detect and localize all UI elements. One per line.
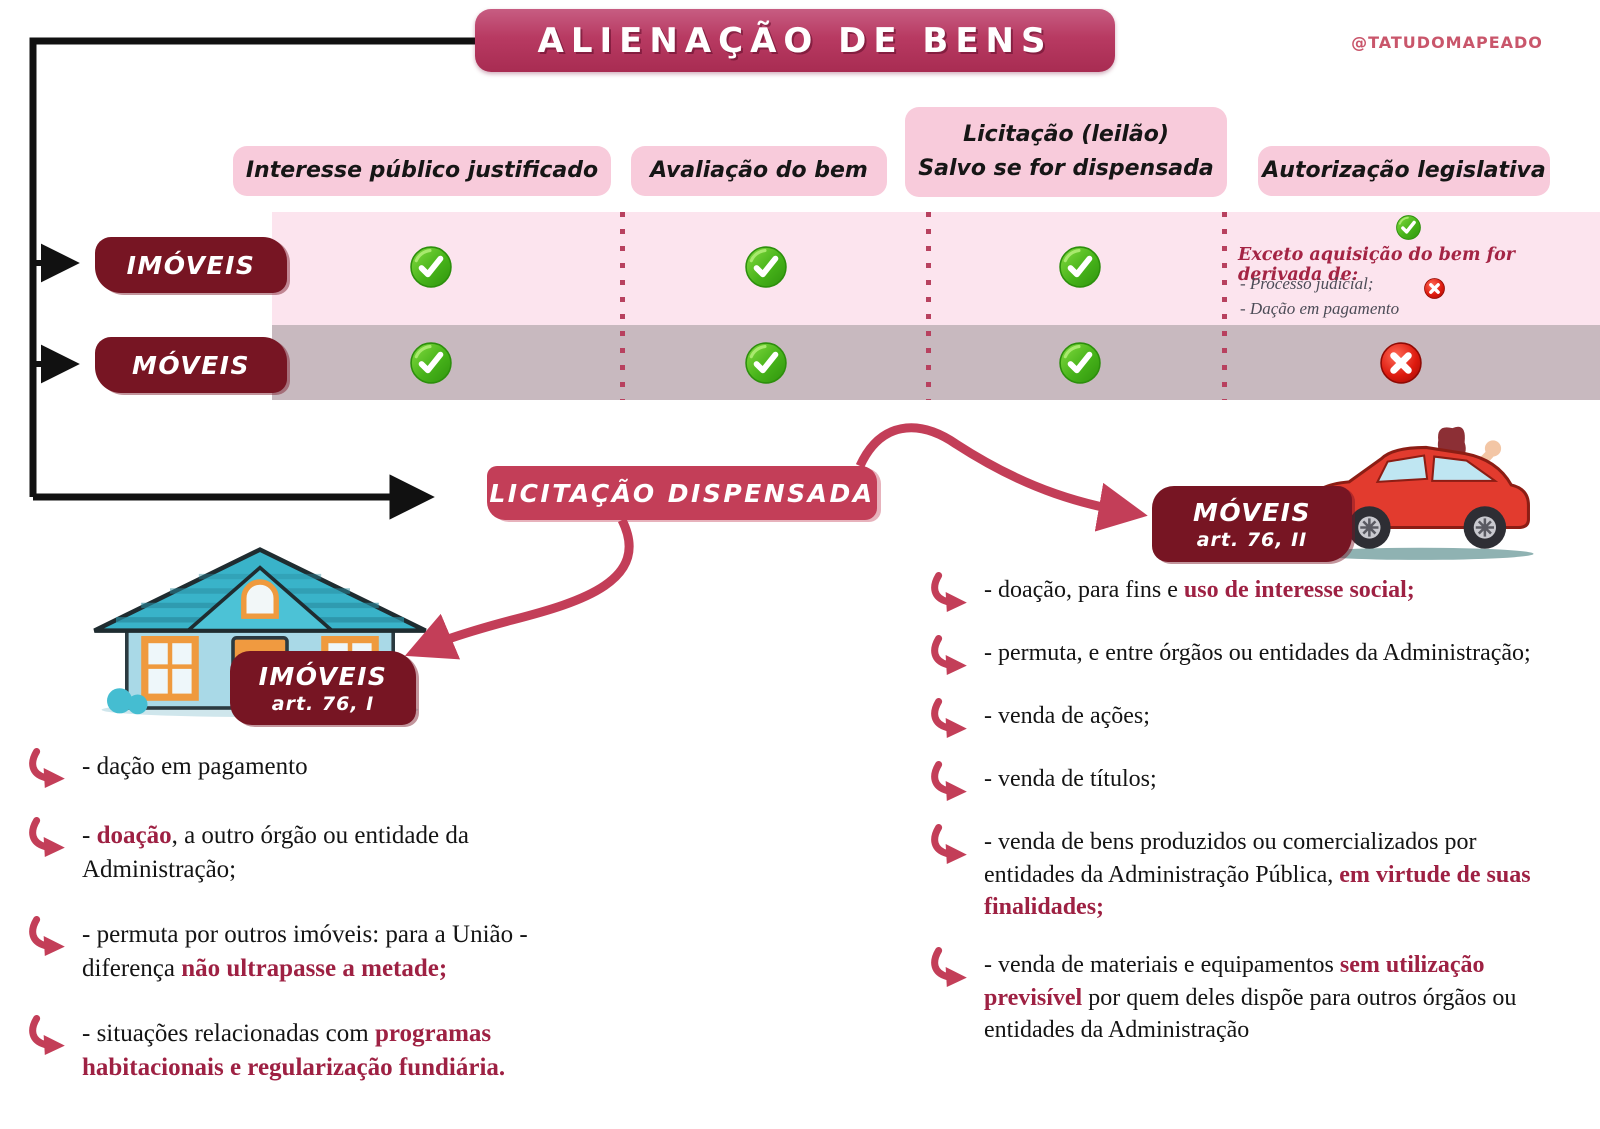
curved-arrow-bullet-icon [926,947,970,987]
list-item-text: - venda de títulos; [984,766,1157,792]
check-icon [410,246,452,288]
watermark: @TATUDOMAPEADO [1351,33,1543,52]
curved-arrow-bullet-icon [24,748,68,788]
curved-arrow-bullet-icon [24,817,68,857]
autorizacao-exception-note: Exceto aquisição do bem for derivada de:… [1230,212,1600,325]
branch-subtitle: art. 76, I [271,692,375,715]
curved-arrow-bullet-icon [926,572,970,612]
list-item: - venda de títulos; [926,763,1576,801]
list-item: - dação em pagamento [24,750,634,788]
list-item-text: - venda de ações; [984,703,1150,729]
exception-note-title: Exceto aquisição do bem for derivada de: [1238,245,1516,285]
curved-arrow-to-imoveis-branch [404,517,634,660]
curved-arrow-bullet-icon [926,824,970,864]
list-item-text: - doação, a outro órgão ou entidade da A… [82,822,469,883]
column-divider-dotted [1222,212,1227,400]
cross-icon [1380,342,1422,384]
column-divider-dotted [620,212,625,400]
row-label-text: IMÓVEIS [126,250,256,280]
list-item: - situações relacionadas com programas h… [24,1017,634,1085]
column-header-licitacao: Licitação (leilão) Salvo se for dispensa… [905,107,1227,197]
curved-arrow-bullet-icon [24,1015,68,1055]
check-icon [1396,215,1421,240]
column-header-label: Avaliação do bem [650,157,868,183]
list-item: - permuta por outros imóveis: para a Uni… [24,918,634,986]
column-header-label: Autorização legislativa [1262,157,1546,183]
branch-title: IMÓVEIS [258,661,388,691]
column-header-autorizacao: Autorização legislativa [1258,146,1550,196]
row-label-imoveis: IMÓVEIS [95,237,287,293]
matrix-row-band-moveis [272,325,1600,400]
curved-arrow-to-moveis-branch [855,423,1148,532]
list-item-text: - permuta por outros imóveis: para a Uni… [82,921,528,982]
list-item: - venda de ações; [926,700,1576,738]
branch-label-moveis: MÓVEIS art. 76, II [1152,486,1352,562]
licitacao-dispensada-banner: LICITAÇÃO DISPENSADA [487,466,877,520]
branch-subtitle: art. 76, II [1196,528,1308,551]
list-item-text: - venda de bens produzidos ou comerciali… [984,829,1531,921]
list-item-text: - dação em pagamento [82,753,308,780]
imoveis-items-list: - dação em pagamento - doação, a outro ór… [24,750,634,1085]
check-icon [1059,246,1101,288]
curved-arrow-bullet-icon [24,916,68,956]
list-item-text: - doação, para fins e uso de interesse s… [984,577,1415,603]
branch-label-imoveis: IMÓVEIS art. 76, I [230,651,416,725]
column-header-label: Licitação (leilão) [963,121,1169,147]
row-label-moveis: MÓVEIS [95,337,287,393]
check-icon [1059,342,1101,384]
row-label-text: MÓVEIS [132,350,250,380]
exception-note-item: - Processo judicial; [1240,274,1374,293]
column-header-label: Salvo se for dispensada [918,156,1214,181]
column-divider-dotted [926,212,931,400]
cross-icon [1424,278,1445,299]
moveis-items-list: - doação, para fins e uso de interesse s… [926,574,1576,1047]
list-item-text: - situações relacionadas com programas h… [82,1020,506,1081]
column-header-avaliacao: Avaliação do bem [631,146,887,196]
curved-arrow-bullet-icon [926,698,970,738]
list-item: - permuta, e entre órgãos ou entidades d… [926,637,1576,675]
curved-arrow-bullet-icon [926,635,970,675]
page-title: ALIENAÇÃO DE BENS [475,9,1115,72]
list-item-text: - permuta, e entre órgãos ou entidades d… [984,640,1531,666]
matrix-row-band-imoveis [272,212,1600,325]
column-header-interesse-publico: Interesse público justificado [233,146,611,196]
list-item: - venda de materiais e equipamentos sem … [926,949,1576,1047]
list-item: - venda de bens produzidos ou comerciali… [926,826,1576,924]
list-item: - doação, para fins e uso de interesse s… [926,574,1576,612]
check-icon [410,342,452,384]
check-icon [745,342,787,384]
curved-arrow-bullet-icon [926,761,970,801]
check-icon [745,246,787,288]
exception-note-item: - Dação em pagamento [1240,299,1400,318]
branch-title: MÓVEIS [1193,497,1311,527]
list-item: - doação, a outro órgão ou entidade da A… [24,819,634,887]
list-item-text: - venda de materiais e equipamentos sem … [984,951,1517,1044]
column-header-label: Interesse público justificado [245,157,599,183]
